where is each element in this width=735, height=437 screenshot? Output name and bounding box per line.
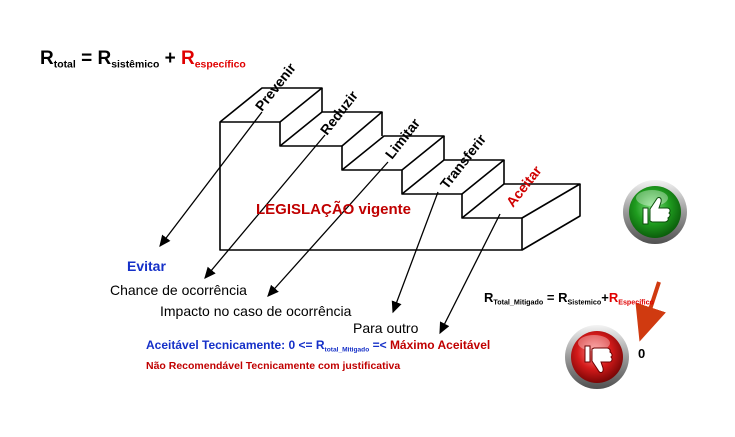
risk-formula-top: Rtotal = Rsistêmico + Respecífico bbox=[40, 48, 246, 71]
nao-recomendavel: Não Recomendável Tecnicamente com justif… bbox=[146, 360, 401, 372]
step-label-aceitar: Aceitar bbox=[503, 162, 545, 210]
aceitavel-tecnicamente: Aceitável Tecnicamente: 0 <= Rtotal_Miti… bbox=[146, 338, 491, 354]
outcome-evitar: Evitar bbox=[127, 258, 166, 274]
zero-value: 0 bbox=[638, 346, 646, 361]
thumbs-up-icon bbox=[623, 180, 687, 244]
risk-formula-mitigado: RTotal_Mitigado = RSistemico+REspecífico bbox=[484, 290, 654, 307]
arrow-icon bbox=[635, 281, 666, 342]
step-label-prevenir: Prevenir bbox=[252, 59, 299, 113]
legislacao-label: LEGISLAÇÃO vigente bbox=[256, 201, 412, 218]
outcome-chance: Chance de ocorrência bbox=[110, 282, 247, 298]
outcome-para-outro: Para outro bbox=[353, 320, 419, 336]
step-label-limitar: Limitar bbox=[382, 115, 424, 162]
thumbs-down-icon bbox=[565, 325, 629, 389]
outcome-impacto: Impacto no caso de ocorrência bbox=[160, 303, 352, 319]
